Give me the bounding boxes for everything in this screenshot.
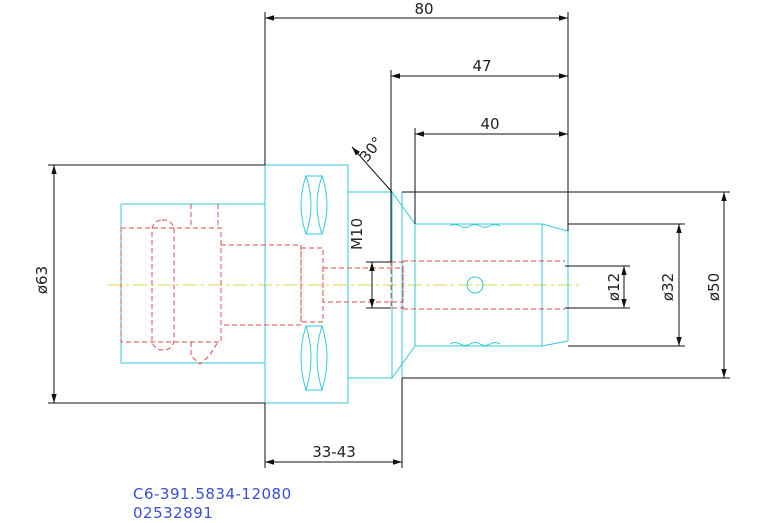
dim-80-label: 80: [414, 0, 433, 18]
part-code: C6-391.5834-12080: [133, 485, 292, 503]
dim-dia-63: ø63: [33, 164, 265, 404]
hidden-features: [120, 204, 565, 365]
dim-dia-32: ø32: [568, 223, 685, 347]
dim-overall-length: 80: [264, 0, 569, 231]
dim-flange-range: 33-43: [264, 378, 403, 468]
dim-angle-label: 30°: [356, 133, 387, 165]
dim-dia-50-label: ø50: [705, 273, 723, 301]
dim-length-47: 47: [390, 57, 568, 262]
dim-dia-32-label: ø32: [659, 273, 677, 301]
dim-dia-63-label: ø63: [33, 266, 51, 294]
dim-thread: M10: [348, 218, 391, 309]
part-outline: [120, 164, 569, 404]
dim-thread-label: M10: [348, 218, 366, 250]
dim-dia-12: ø12: [565, 265, 630, 309]
dim-dia-12-label: ø12: [605, 273, 623, 301]
dim-40-label: 40: [480, 115, 499, 133]
dim-length-40: 40: [414, 115, 568, 224]
dim-dia-50: ø50: [402, 191, 730, 379]
part-number: 02532891: [133, 504, 213, 522]
dim-angle: 30°: [351, 133, 393, 193]
dim-47-label: 47: [472, 57, 491, 75]
dim-33-43-label: 33-43: [312, 443, 356, 461]
